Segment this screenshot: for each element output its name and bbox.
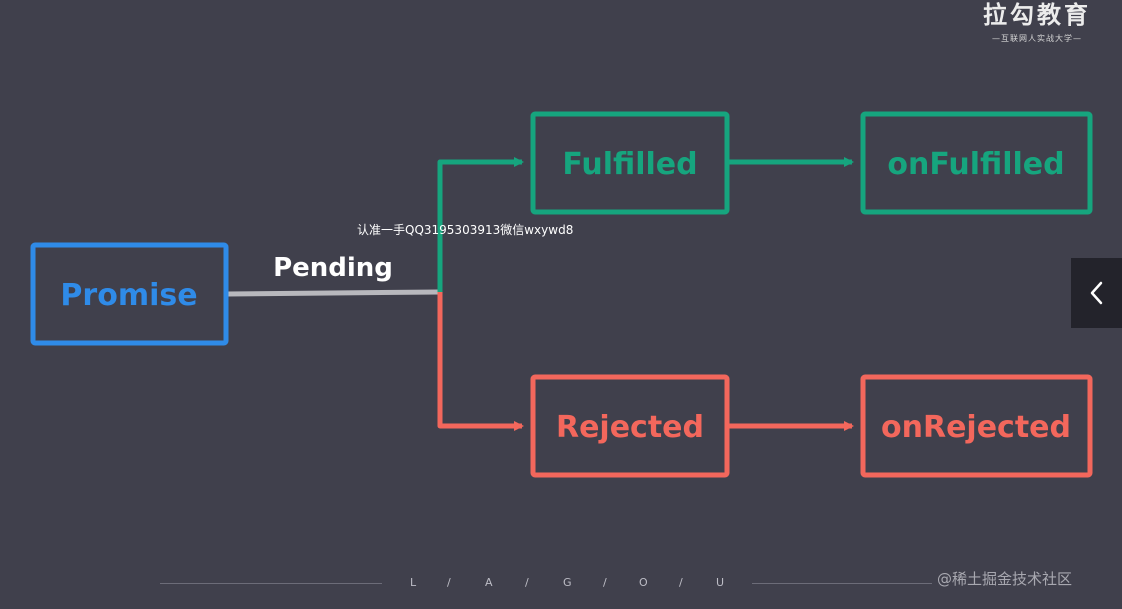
footer-letter: A	[485, 576, 493, 589]
previous-slide-button[interactable]	[1071, 258, 1122, 328]
node-rejected-label: Rejected	[556, 410, 704, 445]
footer-right-line	[752, 583, 932, 584]
node-rejected: Rejected	[530, 374, 730, 478]
rejected-branch-edge	[437, 292, 524, 431]
chevron-left-icon	[1090, 281, 1102, 305]
brand-logo: 拉勾教育 —互联网人实战大学—	[978, 0, 1096, 44]
node-promise-label: Promise	[60, 278, 197, 313]
node-promise: Promise	[30, 242, 229, 346]
fulfilled-branch-edge	[437, 157, 524, 292]
footer-separator: /	[679, 576, 683, 589]
footer-separator: /	[447, 576, 451, 589]
pending-edge	[225, 289, 443, 297]
node-fulfilled: Fulfilled	[530, 111, 730, 215]
footer-letter: O	[639, 576, 648, 589]
watermark-text: 认准一手QQ3195303913微信wxywd8	[357, 223, 574, 237]
footer-letter: G	[563, 576, 572, 589]
footer-separator: /	[603, 576, 607, 589]
footer-letter: U	[716, 576, 725, 589]
footer-bar: L / A / G / O / U	[0, 574, 1122, 594]
footer-left-line	[160, 583, 382, 584]
node-onrejected: onRejected	[860, 374, 1093, 478]
pending-label: Pending	[273, 253, 393, 283]
brand-subtitle: —互联网人实战大学—	[992, 34, 1082, 43]
node-onfulfilled-label: onFulfilled	[887, 147, 1064, 182]
brand-title: 拉勾教育	[983, 1, 1091, 29]
node-onrejected-label: onRejected	[881, 410, 1071, 445]
node-fulfilled-label: Fulfilled	[562, 147, 697, 182]
footer-separator: /	[525, 576, 529, 589]
credit-text: @稀土掘金技术社区	[937, 570, 1073, 588]
node-onfulfilled: onFulfilled	[860, 111, 1093, 215]
footer-letter: L	[410, 576, 417, 589]
